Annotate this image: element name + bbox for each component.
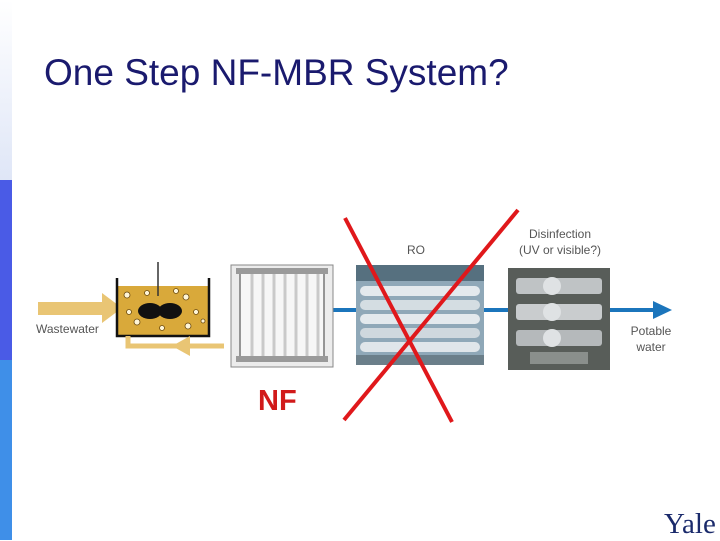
yale-logo: Yale bbox=[664, 508, 716, 540]
disinfection-label-line2: (UV or visible?) bbox=[518, 243, 602, 257]
bioreactor-tank bbox=[115, 262, 211, 338]
recycle-arrow bbox=[125, 336, 224, 356]
potable-label-line1: Potable bbox=[630, 324, 672, 338]
ro-plant-photo bbox=[356, 265, 484, 365]
cross-line-b bbox=[342, 208, 520, 422]
slide-title: One Step NF-MBR System? bbox=[44, 52, 509, 93]
wastewater-label: Wastewater bbox=[36, 322, 99, 336]
sidebar-accent-bottom bbox=[0, 360, 12, 540]
disinfection-label: Disinfection (UV or visible?) bbox=[510, 226, 610, 258]
membrane-module bbox=[230, 264, 334, 368]
nf-label: NF bbox=[258, 385, 297, 417]
wastewater-inlet-arrow bbox=[38, 293, 122, 323]
potable-water-arrow bbox=[653, 301, 672, 319]
disinfection-label-line1: Disinfection bbox=[528, 227, 592, 241]
potable-water-label: Potable water bbox=[622, 323, 680, 355]
disinfection-photo bbox=[508, 268, 610, 370]
potable-label-line2: water bbox=[636, 340, 666, 354]
sidebar-accent-top bbox=[0, 0, 12, 180]
ro-label: RO bbox=[407, 243, 425, 257]
cross-line-a bbox=[343, 217, 454, 423]
sidebar-accent-middle bbox=[0, 180, 12, 360]
